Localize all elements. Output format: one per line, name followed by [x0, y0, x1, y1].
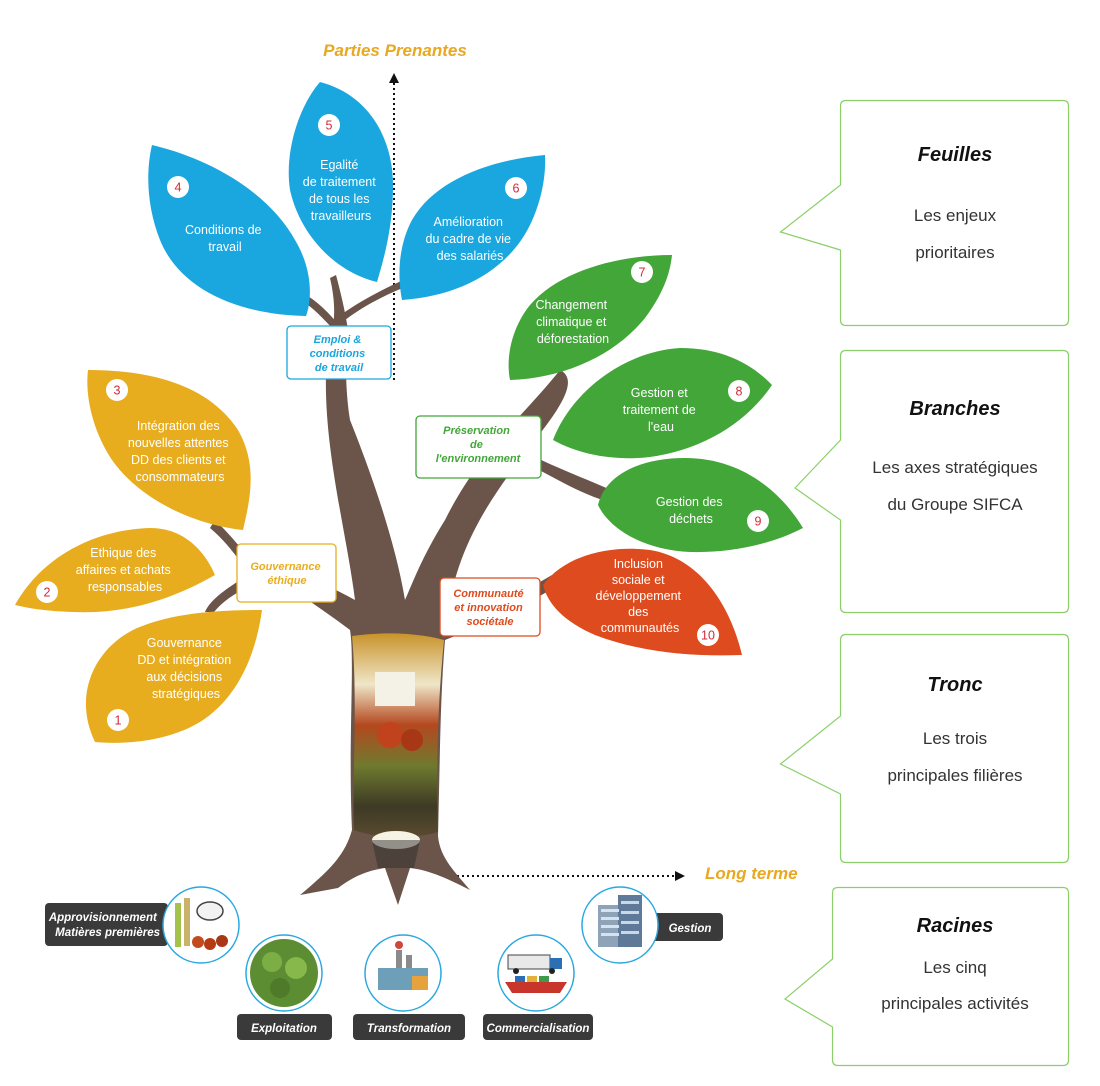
long-term-axis: Long terme	[452, 864, 798, 883]
raw-materials-icon	[162, 886, 240, 964]
leaf-number: 4	[175, 181, 182, 195]
leaf-10: 10 Inclusion sociale et développement de…	[543, 548, 742, 656]
leaf-6: 6 Amélioration du cadre de vie des salar…	[399, 155, 546, 300]
speech-bubble-outline	[783, 886, 1070, 1067]
svg-text:Amélioration du cadre de: Amélioration du cadre de vie des salarié…	[426, 215, 515, 263]
legend-branches: Branches Les axes stratégiques du Groupe…	[780, 349, 1070, 614]
legend-feuilles: Feuilles Les enjeux prioritaires	[779, 99, 1070, 327]
palm-fruit-photo	[377, 722, 403, 748]
svg-text:Emploi & conditions: Emploi & conditions de travail	[310, 334, 369, 374]
svg-text:Exploitation: Exploitation	[251, 1023, 317, 1035]
svg-text:Préservation de l': Préservation de l'environnement	[436, 425, 522, 465]
legend-line: du Groupe SIFCA	[887, 495, 1023, 514]
legend-title: Branches	[909, 398, 1001, 420]
leaf-number: 3	[114, 384, 121, 398]
svg-text:Communauté et innovation: Communauté et innovation sociétale	[453, 588, 526, 628]
svg-text:Gestion des déchets: Gestion des déchets	[656, 495, 726, 526]
svg-text:Gouvernance DD et intégr: Gouvernance DD et intégration aux décisi…	[137, 636, 234, 701]
svg-text:Commercialisation: Commercialisation	[487, 1023, 590, 1035]
svg-text:Ethique des affaires et: Ethique des affaires et achats responsab…	[76, 546, 174, 594]
root-commercialisation: Commercialisation	[483, 934, 593, 1040]
leaf-number: 8	[736, 385, 743, 399]
svg-text:Intégration des nouvelle: Intégration des nouvelles attentes DD de…	[128, 419, 232, 484]
leaf-number: 6	[513, 182, 520, 196]
legend-title: Feuilles	[917, 144, 993, 166]
legend-line: principales filières	[887, 766, 1023, 785]
branch-label-gouvernance: Gouvernance éthique	[236, 543, 337, 603]
legend-line: Les axes stratégiques	[872, 458, 1038, 477]
svg-text:Inclusion sociale et: Inclusion sociale et développement des c…	[596, 557, 685, 635]
legend-line: Les cinq	[923, 958, 987, 977]
legend-tronc: Tronc Les trois principales filières	[779, 633, 1070, 864]
stakeholders-axis: Parties Prenantes	[323, 41, 467, 380]
leaf-number: 7	[639, 266, 646, 280]
svg-text:Changement climatique et: Changement climatique et déforestation	[535, 298, 610, 346]
branch-label-emploi: Emploi & conditions de travail	[286, 325, 392, 380]
root-approvisionnement: Approvisionnement Matières premières	[45, 886, 240, 964]
svg-text:Gestion et traitement de: Gestion et traitement de l'eau	[623, 386, 699, 434]
svg-text:Egalité de traitement: Egalité de traitement de tous les travai…	[303, 158, 379, 223]
factory-icon	[364, 934, 442, 1012]
svg-text:Gestion: Gestion	[669, 923, 712, 935]
truck-ship-icon	[497, 934, 575, 1012]
long-term-axis-label: Long terme	[705, 864, 798, 883]
legend-line: Les trois	[922, 729, 988, 748]
leaf-3: 3 Intégration des nouvelles attentes DD …	[87, 370, 251, 530]
root-exploitation: Exploitation	[237, 934, 332, 1040]
branch-label-communaute: Communauté et innovation sociétale	[439, 577, 541, 637]
legend-title: Racines	[916, 915, 994, 937]
svg-text:Transformation: Transformation	[367, 1023, 451, 1035]
office-building-icon	[581, 886, 723, 964]
leaf-8: 8 Gestion et traitement de l'eau	[553, 348, 772, 459]
leaf-4: 4 Conditions de travail	[148, 145, 310, 316]
leaf-1: 1 Gouvernance DD et intégration aux déci…	[85, 610, 262, 743]
svg-text:Conditions de travail: Conditions de travail	[185, 223, 265, 254]
speech-bubble-outline	[794, 349, 1070, 614]
leaf-number: 2	[44, 586, 51, 600]
leaf-7: 7 Changement climatique et déforestation	[508, 255, 672, 380]
leaf-number: 5	[326, 119, 333, 133]
leaf-2: 2 Ethique des affaires et achats respons…	[15, 528, 215, 613]
leaf-number: 9	[755, 515, 762, 529]
trunk-photo-strip	[352, 633, 444, 868]
svg-text:Approvisionnement Matièr: Approvisionnement Matières premières	[48, 912, 160, 939]
legend-line: principales activités	[881, 994, 1029, 1013]
legend-line: Les enjeux	[913, 206, 997, 225]
legend-racines: Racines Les cinq principales activités	[780, 886, 1070, 1067]
palm-tree-icon	[245, 934, 323, 1012]
leaf-5: 5 Egalité de traitement de tous les trav…	[288, 82, 393, 282]
leaf-9: 9 Gestion des déchets	[598, 458, 803, 553]
speech-bubble-outline	[779, 99, 1070, 327]
root-transformation: Transformation	[353, 934, 465, 1040]
svg-text:Gouvernance éthique: Gouvernance éthique	[250, 561, 323, 587]
stakeholders-axis-label: Parties Prenantes	[323, 41, 467, 60]
leaf-number: 1	[115, 714, 122, 728]
branch-label-environnement: Préservation de l'environnement	[415, 415, 542, 479]
legend-title: Tronc	[927, 674, 983, 696]
legend-line: prioritaires	[915, 243, 995, 262]
coconut-photo	[375, 672, 415, 706]
leaf-number: 10	[701, 629, 715, 643]
root-gestion: Gestion	[581, 886, 723, 964]
speech-bubble-outline	[779, 633, 1070, 864]
